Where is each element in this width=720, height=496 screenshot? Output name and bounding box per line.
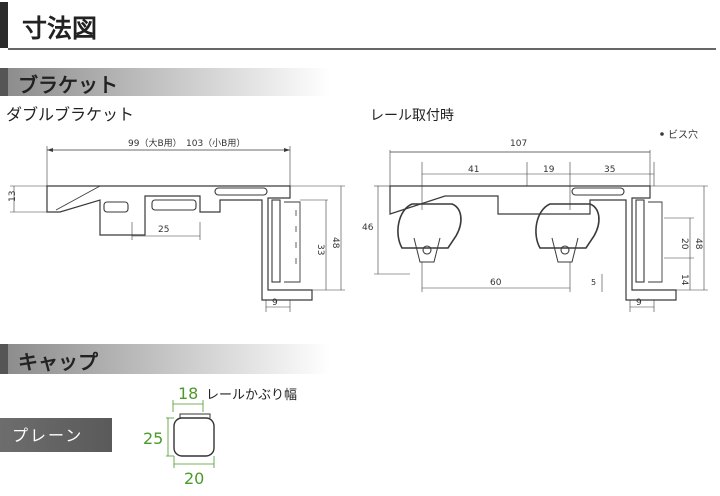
section-cap-header: キャップ <box>0 344 330 374</box>
rail-mounted-drawing: 107 41 19 35 46 60 5 <box>362 128 708 312</box>
section-cap-title: キャップ <box>18 350 99 374</box>
dim-48: 48 <box>330 237 340 249</box>
dim-9: 9 <box>272 298 278 308</box>
dim-14: 14 <box>679 274 689 286</box>
page-header: 寸法図 <box>0 2 716 50</box>
section-bracket-title: ブラケット <box>18 73 118 97</box>
page-title: 寸法図 <box>22 14 97 43</box>
screw-hole-note: ビス穴 <box>668 128 698 141</box>
screw-hole-marker <box>660 132 664 136</box>
dim-19: 19 <box>543 165 555 175</box>
section-band <box>0 68 330 96</box>
dim-33: 33 <box>315 244 325 255</box>
rail-right <box>535 203 600 249</box>
dim-60: 60 <box>490 278 502 288</box>
slot-hole-top <box>214 187 268 196</box>
cap-dim-25: 25 <box>143 429 163 448</box>
header-accent-bar <box>0 2 8 48</box>
section-bracket-header: ブラケット <box>0 68 330 97</box>
cap-plain-tag: プレーン <box>0 418 112 452</box>
dim-13: 13 <box>8 191 18 202</box>
dim-35: 35 <box>604 165 615 175</box>
plain-label-text: プレーン <box>12 426 83 445</box>
dim-107: 107 <box>510 139 527 149</box>
dim-width-left: 99（大B用） <box>128 137 182 149</box>
dim-46: 46 <box>362 223 374 233</box>
cap-dim-18: 18 <box>178 384 198 403</box>
double-bracket-label: ダブルブラケット <box>6 105 134 124</box>
section-accent-cap <box>0 344 8 374</box>
plain-label-box <box>0 418 112 452</box>
bracket-side-plate <box>271 199 281 283</box>
section-band-cap <box>0 344 330 374</box>
cap-dim-20: 20 <box>184 469 204 488</box>
dim-9-right: 9 <box>636 298 642 308</box>
rail-cover-width-label: レールかぶり幅 <box>206 388 297 403</box>
dim-width-right: 103（小B用） <box>186 138 245 149</box>
dim-41: 41 <box>468 165 479 175</box>
double-bracket-drawing: 99（大B用） 103（小B用） 13 25 33 48 9 <box>8 137 345 312</box>
rail-left <box>397 203 462 249</box>
dim-48-right: 48 <box>693 238 703 250</box>
dim-20: 20 <box>679 238 689 250</box>
bracket-body-outline <box>46 185 313 301</box>
rail-bracket-body-outline <box>389 185 677 301</box>
section-accent <box>0 68 8 96</box>
rail-mounted-label: レール取付時 <box>370 108 454 124</box>
dim-25: 25 <box>158 225 169 235</box>
slot-hole-left <box>103 201 129 213</box>
dim-5: 5 <box>591 278 596 287</box>
cap-shape <box>173 417 215 457</box>
cap-drawing: 18 レールかぶり幅 25 20 <box>143 384 297 488</box>
slot-hole-mid <box>151 199 197 211</box>
